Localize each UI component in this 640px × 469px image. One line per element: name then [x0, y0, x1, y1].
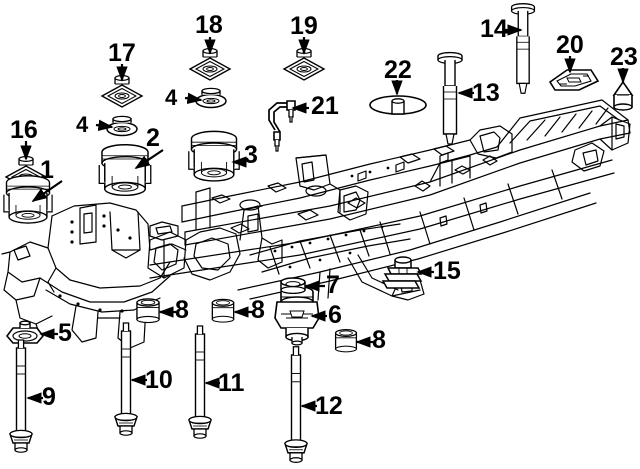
callout-number-14[interactable]: 14 [480, 15, 508, 43]
part-5-mount-retainer-washer [5, 320, 45, 344]
part-12-body-mount-bolt-long [284, 346, 308, 464]
callout-number-17[interactable]: 17 [108, 39, 136, 67]
callout-arrows [20, 24, 629, 412]
callout-number-20[interactable]: 20 [556, 31, 584, 59]
callout-number-9[interactable]: 9 [42, 383, 56, 411]
callout-number-8c[interactable]: 8 [372, 326, 386, 354]
part-4-mount-washer-small-b [195, 87, 227, 109]
part-3-body-mount-bushing-cab [188, 130, 240, 182]
part-14-frame-bolt-long [510, 2, 536, 94]
part-7-mount-spacer-cap [280, 277, 306, 295]
part-17-mount-plate-washer [101, 74, 143, 108]
part-13-frame-bolt-medium [437, 51, 463, 145]
callout-number-22[interactable]: 22 [384, 56, 412, 84]
callout-number-5[interactable]: 5 [58, 319, 72, 347]
arrow-1 [31, 180, 63, 202]
part-15-frame-bracket-clip [381, 256, 423, 289]
arrow-4a [95, 119, 114, 131]
callout-number-7[interactable]: 7 [326, 271, 340, 299]
callout-number-12[interactable]: 12 [315, 392, 343, 420]
part-8-mount-insulator-sleeve-c [334, 329, 358, 353]
callout-number-19[interactable]: 19 [290, 12, 318, 40]
callout-number-21[interactable]: 21 [311, 92, 339, 120]
part-2-body-mount-bushing-upper [98, 143, 152, 197]
part-18-mount-plate-washer [189, 47, 231, 81]
callout-number-6[interactable]: 6 [328, 301, 342, 329]
callout-number-8b[interactable]: 8 [251, 296, 265, 324]
callout-number-16[interactable]: 16 [10, 116, 38, 144]
callout-number-11[interactable]: 11 [218, 369, 245, 397]
callout-number-18[interactable]: 18 [195, 11, 223, 39]
callout-number-8a[interactable]: 8 [175, 296, 189, 324]
callout-number-4a[interactable]: 4 [76, 112, 89, 137]
part-8-mount-insulator-sleeve-b [211, 298, 235, 323]
callout-number-4b[interactable]: 4 [165, 85, 178, 110]
callout-number-13[interactable]: 13 [472, 79, 500, 107]
part-21-brake-line-clip-hose [268, 100, 296, 152]
callout-number-1[interactable]: 1 [40, 156, 54, 184]
arrow-4b [184, 92, 203, 104]
callout-number-3[interactable]: 3 [244, 141, 258, 169]
part-8-mount-insulator-sleeve-a [136, 298, 160, 324]
arrow-2 [134, 149, 164, 169]
part-20-frame-reinforcement-bracket [548, 69, 600, 91]
callout-number-10[interactable]: 10 [145, 366, 173, 394]
callout-number-2[interactable]: 2 [146, 124, 160, 152]
part-19-mount-plate-washer [283, 47, 325, 81]
part-23-frame-plug-cone [612, 80, 634, 111]
part-9-body-mount-bolt-long [9, 339, 33, 453]
callout-number-23[interactable]: 23 [610, 43, 638, 71]
callout-number-15[interactable]: 15 [433, 257, 461, 285]
part-22-mount-grommet-seal [369, 95, 427, 115]
